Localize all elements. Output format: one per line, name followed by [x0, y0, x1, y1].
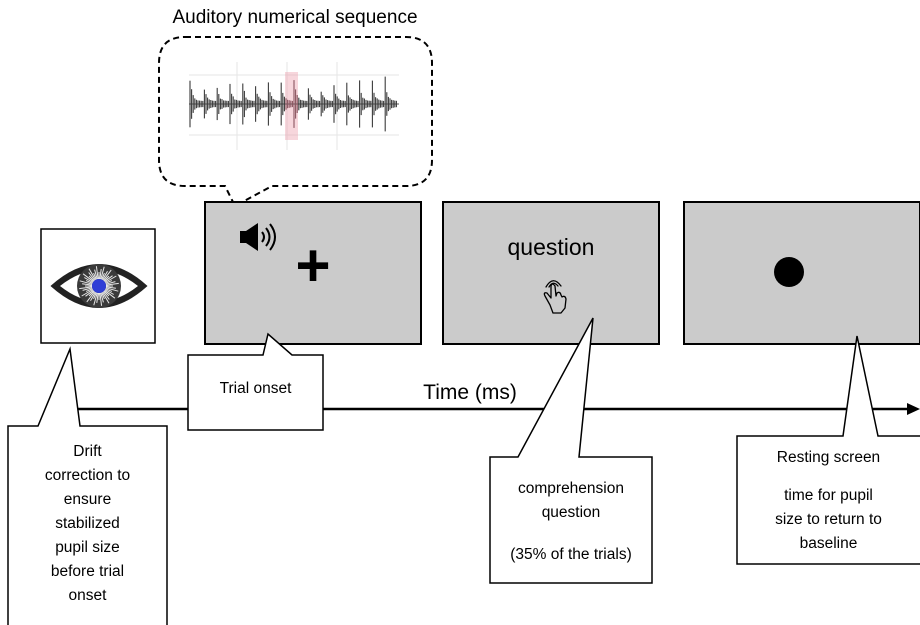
- resting-callout: [736, 335, 920, 565]
- iris-ray: [90, 291, 96, 301]
- drift-callout: [7, 346, 168, 625]
- iris-ray: [102, 271, 108, 281]
- iris-ray: [79, 280, 93, 285]
- iris-ray: [88, 290, 95, 297]
- iris-ray: [95, 266, 99, 280]
- iris-ray: [105, 287, 119, 292]
- iris-ray: [105, 280, 113, 284]
- iris-ray: [101, 272, 105, 280]
- iris-ray: [93, 272, 97, 280]
- resting-line: time for pupil: [784, 487, 873, 504]
- drift-line: stabilized: [55, 515, 120, 532]
- iris-ray: [104, 275, 117, 283]
- comprehension-note: (35% of the trials): [510, 546, 632, 563]
- sequence-title: Auditory numerical sequence: [172, 7, 418, 28]
- iris-ray: [99, 269, 102, 280]
- fixation-cross: +: [295, 232, 331, 299]
- drift-line: onset: [68, 587, 107, 604]
- iris-ray: [100, 292, 104, 303]
- comprehension-line: question: [541, 504, 601, 521]
- iris-ray: [101, 292, 105, 300]
- iris-ray: [81, 289, 94, 297]
- iris-ray: [82, 287, 93, 291]
- fixation-dot: [774, 257, 804, 287]
- trial-onset-callout: [187, 332, 324, 431]
- iris-ray: [84, 277, 94, 283]
- iris-ray: [105, 281, 116, 285]
- question-label: question: [507, 234, 595, 260]
- iris-ray: [88, 272, 96, 281]
- iris-ray: [85, 288, 93, 292]
- iris-ray: [93, 292, 97, 300]
- resting-title: Resting screen: [776, 449, 881, 466]
- drift-line: ensure: [63, 491, 112, 508]
- iris-ray: [100, 266, 105, 280]
- waveform: [189, 62, 399, 150]
- resting-text: Resting screen time for pupil size to re…: [737, 446, 920, 556]
- iris-ray: [105, 288, 113, 292]
- question-screen: [442, 201, 660, 345]
- comprehension-text: comprehension question (35% of the trial…: [490, 477, 652, 567]
- iris-ray: [86, 291, 96, 303]
- time-axis-arrowhead: [907, 403, 920, 415]
- iris-ray: [104, 289, 114, 295]
- iris-ray: [104, 275, 113, 283]
- iris-ray: [85, 289, 94, 297]
- iris-ray: [82, 273, 94, 283]
- iris-ray: [96, 292, 99, 303]
- iris-ray: [94, 269, 98, 280]
- iris-ray: [102, 291, 110, 304]
- time-axis-label: Time (ms): [423, 381, 517, 404]
- iris-ray: [88, 268, 96, 281]
- resting-line: size to return to: [775, 511, 882, 528]
- iris-ray: [79, 286, 93, 290]
- iris-ray: [82, 283, 93, 286]
- iris-ray: [85, 280, 93, 284]
- pointing-hand-icon: [543, 280, 567, 314]
- drift-text: Drift correction to ensure stabilized pu…: [10, 440, 165, 608]
- iris-ray: [104, 289, 116, 299]
- iris-ray: [99, 292, 103, 306]
- fixation-screen: [204, 201, 422, 345]
- trial-onset-text: Trial onset: [219, 380, 292, 397]
- speaker-icon: [240, 223, 276, 251]
- waveform-highlight: [285, 72, 298, 140]
- iris-ray: [103, 290, 110, 297]
- iris-ray: [105, 286, 116, 289]
- speech-bubble: [158, 36, 433, 208]
- eye-icon: [50, 264, 148, 308]
- iris-ray: [105, 282, 119, 286]
- drift-line: before trial: [50, 563, 125, 580]
- resting-line: baseline: [799, 535, 858, 552]
- drift-line: pupil size: [55, 539, 120, 556]
- iris-ray: [93, 292, 98, 306]
- drift-line: Drift: [73, 443, 102, 460]
- iris-ray: [103, 275, 110, 282]
- comprehension-line: comprehension: [518, 480, 624, 497]
- iris-ray: [88, 275, 95, 282]
- comprehension-callout: [489, 317, 653, 584]
- drift-line: correction to: [44, 467, 131, 484]
- iris-ray: [102, 291, 110, 300]
- iris-ray: [102, 269, 112, 281]
